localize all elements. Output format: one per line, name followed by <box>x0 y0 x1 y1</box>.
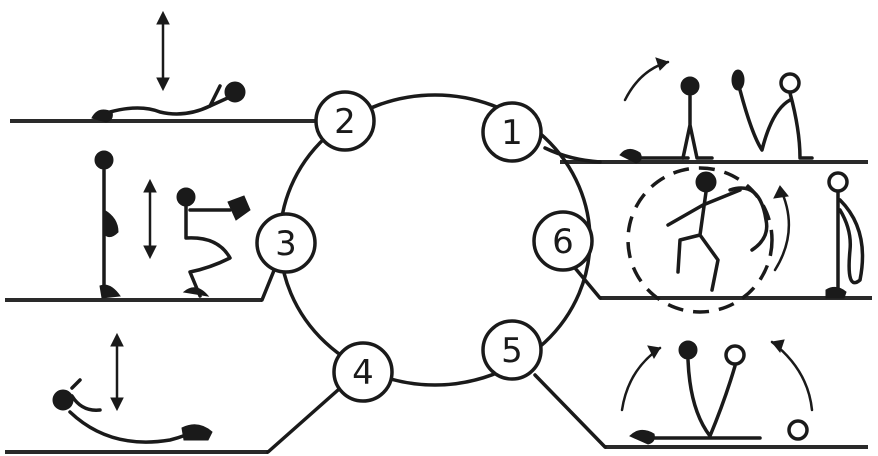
figure-head-icon <box>678 340 698 360</box>
figure-arms <box>70 378 102 412</box>
down-arrow-head-icon <box>110 397 124 412</box>
jumping-figure-head-icon <box>695 171 717 193</box>
curved-arrow-icon <box>773 186 791 272</box>
station-3-circle <box>255 212 317 274</box>
station-5-node: 5 <box>481 319 543 381</box>
curved-arrow-head-icon <box>771 339 785 354</box>
curved-arrow-head-icon <box>655 57 669 71</box>
station-2-node: 2 <box>314 90 376 152</box>
figure-body <box>68 410 198 444</box>
ball-icon <box>724 344 746 366</box>
station-2-label: 2 <box>334 102 356 142</box>
station-5-label: 5 <box>501 331 523 371</box>
station-3-label: 3 <box>275 224 297 264</box>
station-3-figures <box>94 150 251 299</box>
station-4-node: 4 <box>332 341 394 403</box>
station-6-node: 6 <box>532 210 594 272</box>
sitting-figure-3-head-icon <box>779 72 801 94</box>
sitting-figure-body <box>681 94 714 160</box>
sitting-figure-2-head-icon <box>731 69 745 91</box>
station-1-figures <box>619 57 814 164</box>
station-connectors <box>260 146 607 454</box>
figure-feet <box>181 424 213 441</box>
standing-figure-body <box>836 190 865 296</box>
station-1-circle <box>481 101 543 163</box>
figure-motion-trail <box>728 186 769 252</box>
crouching-figure-head-icon <box>176 187 196 207</box>
up-arrow-head-icon <box>110 332 124 347</box>
standing-figure-head-icon <box>827 171 849 193</box>
connector-6 <box>573 266 602 300</box>
crouching-figure-foot <box>182 287 210 297</box>
figure-head-icon <box>52 389 74 411</box>
station-2-circle <box>314 90 376 152</box>
curved-arrow-head-icon <box>773 185 789 199</box>
lying-figure-feet <box>619 149 642 164</box>
sitting-figure-3-legs <box>788 91 814 160</box>
station-3-node: 3 <box>255 212 317 274</box>
station-2-figures <box>91 10 246 123</box>
station-6-circle <box>532 210 594 272</box>
up-arrow-head-icon <box>143 178 157 193</box>
station-4-circle <box>332 341 394 403</box>
sitting-figure-2-body <box>738 88 792 152</box>
lying-figure-body <box>108 104 212 116</box>
standing-figure-foot <box>825 286 847 299</box>
standing-figure-head-icon <box>94 150 114 170</box>
crouching-figure-body <box>184 204 232 298</box>
standing-figure-foot <box>99 284 121 299</box>
connector-4 <box>266 388 340 454</box>
connector-3 <box>260 266 277 302</box>
station-5-figures <box>620 339 814 445</box>
connector-1 <box>543 146 602 164</box>
station-5-circle <box>481 319 543 381</box>
figure-arms <box>208 84 234 108</box>
figure-2-head-icon <box>787 419 809 441</box>
jumping-figure-body <box>666 188 742 292</box>
down-arrow-head-icon <box>156 77 170 92</box>
curved-arrow-icon <box>770 340 814 412</box>
station-6-figures <box>626 166 865 314</box>
curved-arrow-head-icon <box>647 345 661 360</box>
station-1-label: 1 <box>501 113 523 153</box>
floor-lines <box>5 119 872 454</box>
connector-5 <box>533 373 607 449</box>
station-4-label: 4 <box>352 353 374 393</box>
station-4-figures <box>52 332 213 444</box>
up-arrow-head-icon <box>156 10 170 25</box>
standing-figure-arm <box>103 209 119 238</box>
figure-body <box>686 358 737 438</box>
dashed-circle <box>626 166 774 314</box>
station-1-node: 1 <box>481 101 543 163</box>
sitting-figure-head-icon <box>680 76 700 96</box>
down-arrow-head-icon <box>143 245 157 260</box>
lying-figure-feet <box>629 430 655 445</box>
crouching-figure-hand <box>227 195 251 221</box>
station-6-label: 6 <box>552 222 574 262</box>
